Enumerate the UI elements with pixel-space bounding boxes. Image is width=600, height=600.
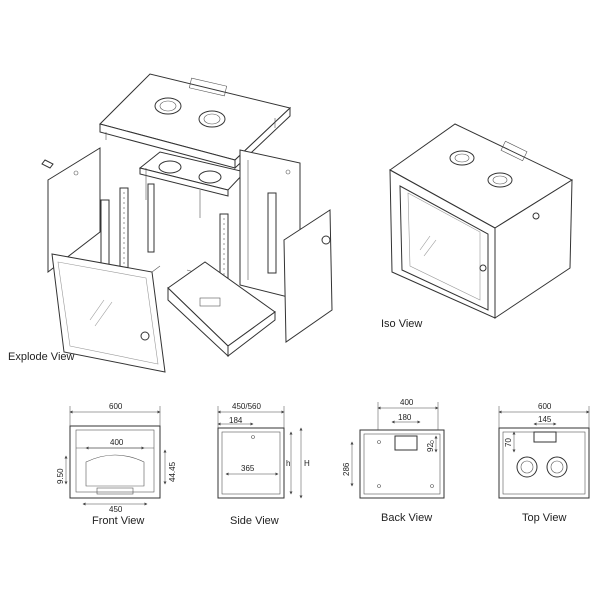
top-view-label: Top View: [522, 512, 566, 524]
side-depth-dim: 450/560: [232, 402, 261, 411]
fan-hole-icon: [198, 110, 226, 128]
side-lock-icon: [321, 235, 331, 245]
back-slot-dim: 180: [398, 413, 412, 422]
side-lock-icon: [532, 212, 540, 220]
side-inner-dim: 365: [241, 464, 255, 473]
fan-hole-icon: [449, 150, 475, 166]
back-slot-h-dim: 92: [426, 443, 435, 452]
side-top-dim: 184: [229, 416, 243, 425]
iso-view-label: Iso View: [381, 318, 422, 330]
side-view-drawing: [217, 406, 303, 499]
back-view-drawing: [350, 402, 445, 499]
top-width-dim: 600: [538, 402, 552, 411]
fan-icon: [158, 160, 182, 174]
front-bottom-dim: 450: [109, 505, 123, 514]
key-icon: [41, 159, 54, 169]
front-view-label: Front View: [92, 515, 144, 527]
side-view-label: Side View: [230, 515, 279, 527]
front-view-drawing: [64, 406, 167, 506]
door-lock-icon: [479, 264, 487, 272]
iso-view-drawing: [389, 123, 574, 319]
front-right-dim: 44.45: [168, 461, 177, 482]
back-view-label: Back View: [381, 512, 432, 524]
fan-icon: [198, 170, 222, 184]
top-depth-dim: 70: [504, 438, 513, 447]
fan-hole-icon: [516, 456, 538, 478]
front-inner-dim: 400: [110, 438, 124, 447]
cable-slot: [394, 435, 418, 451]
front-left-dim: 9.50: [56, 468, 65, 484]
fan-hole-icon: [154, 97, 182, 115]
fan-tray: [138, 151, 246, 218]
explode-view-drawing: [41, 73, 333, 373]
explode-view-label: Explode View: [8, 351, 75, 363]
back-height-dim: 286: [342, 462, 351, 476]
cable-slot: [533, 431, 557, 443]
side-h-small-dim: h: [286, 459, 290, 468]
top-slot-dim: 145: [538, 415, 552, 424]
fan-hole-icon: [487, 172, 513, 188]
left-side-panel: [41, 147, 101, 274]
front-width-dim: 600: [109, 402, 123, 411]
side-h-big-dim: H: [304, 459, 310, 468]
back-width-dim: 400: [400, 398, 414, 407]
top-view-drawing: [498, 406, 590, 499]
bottom-base: [167, 261, 276, 358]
right-side-panel: [283, 209, 333, 343]
fan-hole-icon: [546, 456, 568, 478]
glass-front-door: [51, 253, 166, 373]
door-lock-icon: [140, 331, 150, 341]
top-cover: [99, 73, 292, 170]
